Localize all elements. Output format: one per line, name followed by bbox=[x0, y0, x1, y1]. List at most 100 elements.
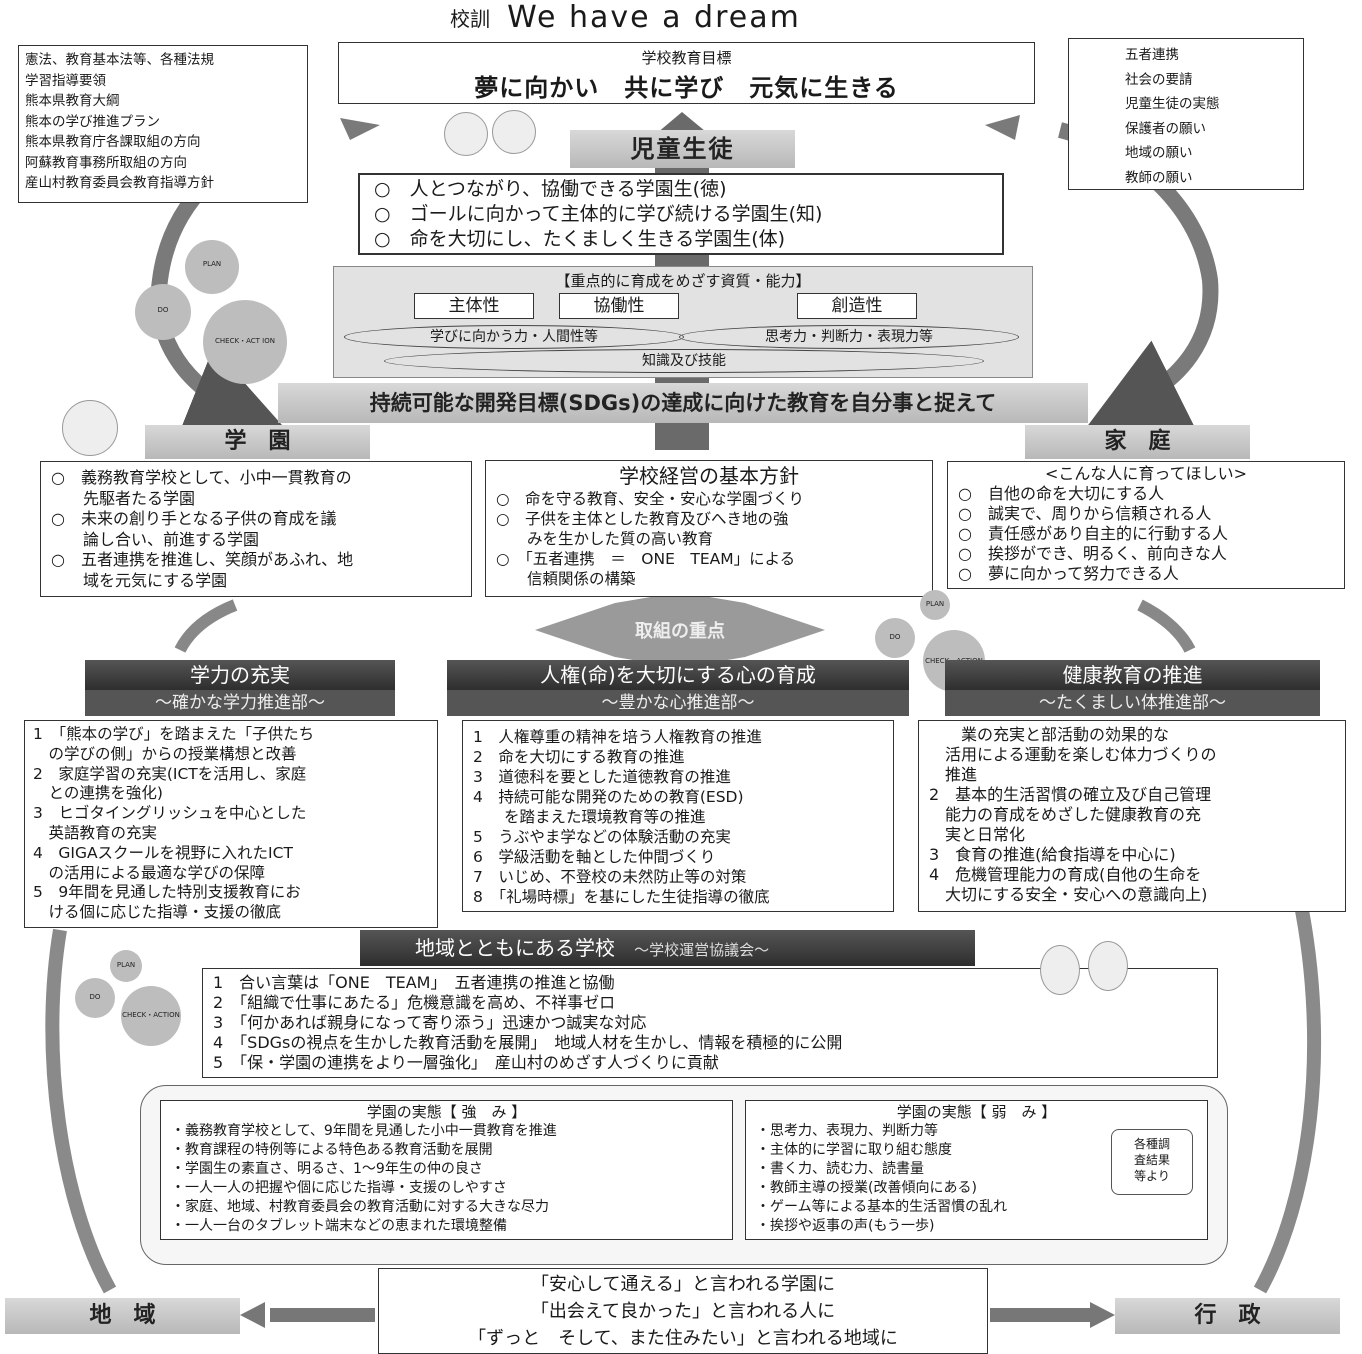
gear-icon: PLAN bbox=[110, 950, 142, 982]
pillar-item: ける個に応じた指導・支援の徹底 bbox=[33, 903, 282, 922]
student-icon bbox=[492, 110, 536, 154]
katei-item: ○ 自他の命を大切にする人 bbox=[958, 484, 1165, 503]
children-illustration bbox=[1030, 935, 1150, 1005]
community-title: 地域とともにある学校 bbox=[415, 936, 615, 960]
student-goal-item: ○ 命を大切にし、たくましく生きる学園生(体) bbox=[374, 228, 786, 250]
strength-item: ・義務教育学校として、9年間を見通した小中一貫教育を推進 bbox=[171, 1123, 557, 1139]
left-sources-list: 憲法、教育基本法等、各種法規学習指導要領熊本県教育大綱熊本の学び推進プラン熊本県… bbox=[25, 50, 301, 194]
right-source-item: 社会の要請 bbox=[1125, 71, 1193, 88]
gakuen-item: 域を元気にする学園 bbox=[51, 570, 228, 590]
pillar-1-sub: ～確かな学力推進部～ bbox=[85, 690, 395, 716]
weakness-item: ・書く力、読む力、読書量 bbox=[756, 1161, 924, 1177]
goal-text: 夢に向かい 共に学び 元気に生きる bbox=[474, 74, 899, 102]
tag-shutaisei: 主体性 bbox=[414, 293, 534, 319]
pillar-3-sub: ～たくましい体推進部～ bbox=[945, 690, 1320, 716]
weaknesses-box: 学園の実態【 弱 み 】 ・思考力、表現力、判断力等・主体的に学習に取り組む態度… bbox=[745, 1100, 1208, 1240]
community-item: 2 「組織で仕事にあたる」危機意識を高め、不祥事ゼロ bbox=[213, 993, 616, 1012]
community-item: 1 合い言葉は「ONE TEAM」 五者連携の推進と協働 bbox=[213, 973, 615, 992]
pdca-cycle-bottom: PLAN DO CHECK・ACTION bbox=[65, 950, 185, 1050]
policy-item: みを生かした質の高い教育 bbox=[496, 530, 714, 548]
outer-left-arrow bbox=[45, 928, 117, 1294]
motto-text: We have a dream bbox=[507, 0, 801, 35]
policy-item: ○ 子供を主体とした教育及びへき地の強 bbox=[496, 510, 789, 528]
pillar-item: 3 食育の推進(給食指導を中心に) bbox=[929, 845, 1176, 864]
pillar-item: を踏まえた環境教育等の推進 bbox=[473, 808, 706, 826]
pillar-item: 3 ヒゴタイングリッシュを中心とした bbox=[33, 804, 307, 823]
community-item: 5 「保・学園の連携をより一層強化」 産山村のめざす人づくりに貢献 bbox=[213, 1053, 719, 1072]
gear-icon: DO bbox=[75, 978, 115, 1018]
student-icon bbox=[444, 112, 488, 156]
focus-label: 取組の重点 bbox=[635, 621, 725, 642]
focus-star-shape bbox=[535, 592, 825, 668]
vision-line: 「安心して通える」と言われる学園に bbox=[530, 1274, 836, 1295]
weaknesses-title: 学園の実態【 弱 み 】 bbox=[896, 1103, 1057, 1121]
gear-icon: DO bbox=[875, 618, 915, 658]
strength-item: ・一人一人の把握や個に応じた指導・支援のしやすさ bbox=[171, 1180, 507, 1196]
katei-item: ○ 夢に向かって努力できる人 bbox=[958, 564, 1179, 583]
vision-line: 「出会えて良かった」と言われる人に bbox=[530, 1301, 836, 1322]
gakuen-item: ○ 未来の創り手となる子供の育成を議 bbox=[51, 509, 337, 528]
competencies-box: 【重点的に育成をめざす資質・能力】 主体性 協働性 創造性 学びに向かう力・人間… bbox=[333, 266, 1033, 378]
child-icon bbox=[1040, 945, 1080, 995]
gear-icon: DO bbox=[135, 284, 191, 340]
pillar-item: 推進 bbox=[929, 765, 978, 784]
right-source-item: 五者連携 bbox=[1125, 47, 1179, 63]
pillar-item: 5 うぶやま学などの体験活動の充実 bbox=[473, 828, 731, 846]
katei-item: ○ 誠実で、周りから信頼される人 bbox=[958, 504, 1212, 523]
pillar-item: 活用による運動を楽しむ体力づくりの bbox=[929, 745, 1217, 764]
policy-item: ○ 命を守る教育、安全・安心な学園づくり bbox=[496, 490, 805, 508]
students-title: 児童生徒 bbox=[570, 130, 795, 168]
left-mid-arrow bbox=[174, 599, 238, 653]
tag-sozosei: 創造性 bbox=[797, 293, 917, 319]
katei-box: <こんな人に育ってほしい> ○ 自他の命を大切にする人○ 誠実で、周りから信頼さ… bbox=[947, 461, 1345, 589]
pdca-cycle-left: PLAN DO CHECK・ACT ION bbox=[125, 240, 295, 390]
pillar-item: 7 いじめ、不登校の未然防止等の対策 bbox=[473, 868, 747, 886]
pillar-item: 業の充実と部活動の効果的な bbox=[929, 725, 1170, 744]
right-source-item: 保護者の願い bbox=[1125, 120, 1206, 137]
katei-subtitle: <こんな人に育ってほしい> bbox=[1044, 464, 1247, 483]
weakness-item: ・挨拶や返事の声(もう一歩) bbox=[756, 1218, 935, 1234]
vision-line: 「ずっと そして、また住みたい」と言われる地域に bbox=[468, 1328, 898, 1349]
pillar-item: 2 命を大切にする教育の推進 bbox=[473, 748, 685, 766]
school-goal-box: 学校教育目標 夢に向かい 共に学び 元気に生きる bbox=[338, 42, 1035, 104]
students-box: ○ 人とつながり、協働できる学園生(徳)○ ゴールに向かって主体的に学び続ける学… bbox=[358, 173, 1004, 255]
policy-item: 信頼関係の構築 bbox=[496, 570, 636, 588]
strength-item: ・一人一台のタブレット端末などの恵まれた環境整備 bbox=[171, 1218, 507, 1234]
gear-icon: PLAN bbox=[920, 590, 950, 620]
left-source-item: 阿蘇教育事務所取組の方向 bbox=[25, 154, 187, 171]
pillar-item: 4 持続可能な開発のための教育(ESD) bbox=[473, 788, 744, 806]
pillar-2-title: 人権(命)を大切にする心の育成 bbox=[447, 660, 909, 690]
gakuen-list: ○ 義務教育学校として、小中一貫教育の 先駆者たる学園○ 未来の創り手となる子供… bbox=[51, 468, 461, 591]
oval-thinking-power: 思考力・判断力・表現力等 bbox=[679, 325, 1019, 349]
right-source-item: 児童生徒の実態 bbox=[1125, 96, 1220, 112]
left-source-item: 熊本県教育庁各課取組の方向 bbox=[25, 134, 201, 150]
strength-item: ・家庭、地域、村教育委員会の教育活動に対する大きな尽力 bbox=[171, 1199, 549, 1215]
community-title-bar: 地域とともにある学校 ～学校運営協議会～ bbox=[360, 930, 975, 966]
left-sources-box: 憲法、教育基本法等、各種法規学習指導要領熊本県教育大綱熊本の学び推進プラン熊本県… bbox=[18, 45, 308, 203]
gakuen-box: ○ 義務教育学校として、小中一貫教育の 先駆者たる学園○ 未来の創り手となる子供… bbox=[40, 461, 472, 597]
pillar-item: の学びの側」からの授業構想と改善 bbox=[33, 744, 297, 763]
gear-icon: PLAN bbox=[185, 240, 239, 294]
student-goal-item: ○ 人とつながり、協働できる学園生(徳) bbox=[374, 178, 727, 200]
students-list: ○ 人とつながり、協働できる学園生(徳)○ ゴールに向かって主体的に学び続ける学… bbox=[374, 177, 988, 252]
pillar-3-title: 健康教育の推進 bbox=[945, 660, 1320, 690]
gakuen-item: 論し合い、前進する学園 bbox=[51, 529, 260, 549]
sdgs-banner: 持続可能な開発目標(SDGs)の達成に向けた教育を自分事と捉えて bbox=[278, 383, 1088, 423]
policy-box: 学校経営の基本方針 ○ 命を守る教育、安全・安心な学園づくり○ 子供を主体とした… bbox=[485, 460, 933, 597]
gakuen-item: 先駆者たる学園 bbox=[51, 488, 196, 508]
right-mid-arrow bbox=[1137, 599, 1196, 653]
pillar-item: 4 GIGAスクールを視野に入れたICT bbox=[33, 843, 293, 862]
weakness-item: ・主体的に学習に取り組む態度 bbox=[756, 1142, 952, 1158]
katei-item: ○ 責任感があり自主的に行動する人 bbox=[958, 524, 1228, 543]
oval-knowledge-skills: 知識及び技能 bbox=[384, 349, 984, 373]
katei-item: ○ 挨拶ができ、明るく、前向きな人 bbox=[958, 544, 1227, 563]
right-source-item: 地域の願い bbox=[1125, 145, 1193, 161]
gear-icon: CHECK・ACT ION bbox=[203, 300, 287, 384]
competencies-title: 【重点的に育成をめざす資質・能力】 bbox=[555, 272, 811, 290]
left-source-item: 憲法、教育基本法等、各種法規 bbox=[25, 52, 214, 68]
policy-list: ○ 命を守る教育、安全・安心な学園づくり○ 子供を主体とした教育及びへき地の強 … bbox=[496, 489, 922, 589]
